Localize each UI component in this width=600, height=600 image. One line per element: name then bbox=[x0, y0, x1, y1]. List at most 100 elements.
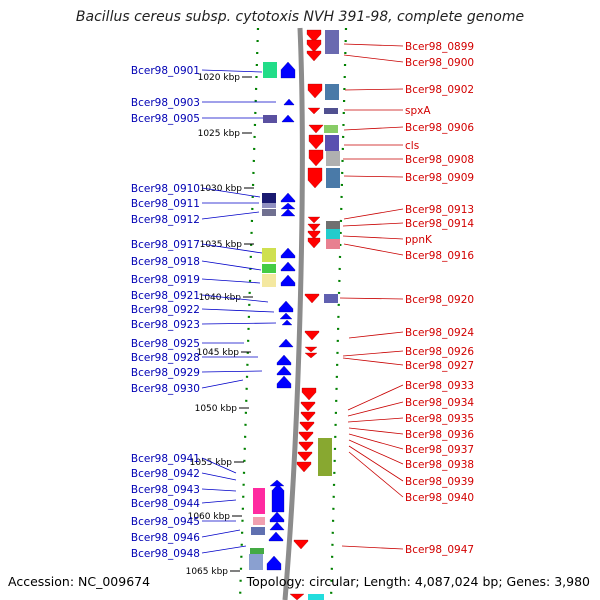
forward-feature-block bbox=[262, 193, 276, 203]
reverse-feature-block bbox=[326, 221, 340, 229]
reverse-label-leader bbox=[342, 222, 404, 227]
forward-gene-label: Bcer98_0929 bbox=[131, 367, 200, 379]
scale-tick-label: 1040 kbp bbox=[199, 293, 242, 303]
reverse-label-leader bbox=[348, 433, 404, 450]
forward-gene-label: Bcer98_0948 bbox=[131, 548, 200, 560]
forward-cds-arrow bbox=[269, 521, 285, 531]
forward-cds-arrow bbox=[281, 114, 295, 123]
reverse-feature-block bbox=[326, 168, 340, 188]
forward-gene-label: Bcer98_0944 bbox=[131, 498, 200, 510]
reverse-cds-arrow bbox=[307, 216, 321, 224]
reverse-label-leader bbox=[348, 445, 404, 482]
reverse-gene-label: Bcer98_0940 bbox=[405, 492, 474, 504]
reverse-cds-arrow bbox=[308, 134, 324, 150]
forward-feature-block bbox=[263, 115, 277, 123]
reverse-label-leader bbox=[343, 126, 404, 131]
reverse-cds-arrow bbox=[306, 39, 322, 53]
forward-label-leader bbox=[201, 211, 260, 220]
reverse-cds-arrow bbox=[308, 149, 324, 167]
reverse-label-leader bbox=[347, 401, 404, 417]
reverse-cds-arrow bbox=[306, 50, 322, 62]
reverse-cds-arrow bbox=[307, 167, 323, 189]
reverse-cds-arrow bbox=[299, 421, 315, 432]
reverse-label-leader bbox=[348, 427, 404, 435]
forward-cds-arrow bbox=[278, 300, 294, 313]
backbone-line bbox=[282, 27, 305, 600]
reverse-label-leader bbox=[342, 350, 404, 357]
forward-gene-label: Bcer98_0945 bbox=[131, 516, 200, 528]
reverse-gene-label: spxA bbox=[405, 105, 431, 117]
reverse-gene-label: Bcer98_0916 bbox=[405, 250, 474, 262]
forward-feature-block bbox=[262, 209, 276, 216]
forward-feature-block bbox=[253, 517, 265, 525]
forward-label-leader bbox=[201, 187, 261, 198]
forward-label-leader bbox=[201, 488, 237, 492]
reverse-feature-block bbox=[326, 239, 340, 249]
reverse-gene-label: Bcer98_0914 bbox=[405, 218, 474, 230]
forward-gene-label: Bcer98_0942 bbox=[131, 468, 200, 480]
forward-feature-block bbox=[249, 554, 263, 570]
reverse-cds-arrow bbox=[307, 237, 321, 249]
forward-cds-arrow bbox=[269, 479, 285, 487]
reverse-gene-label: Bcer98_0909 bbox=[405, 172, 474, 184]
forward-label-leader bbox=[201, 370, 263, 373]
reverse-cds-arrow bbox=[289, 593, 305, 600]
reverse-label-leader bbox=[342, 235, 404, 240]
forward-gene-label: Bcer98_0903 bbox=[131, 97, 200, 109]
reverse-cds-arrow bbox=[300, 411, 316, 422]
reverse-gene-label: ppnK bbox=[405, 234, 433, 246]
reverse-gene-label: Bcer98_0937 bbox=[405, 444, 474, 456]
reverse-gene-label: Bcer98_0935 bbox=[405, 413, 474, 425]
reverse-cds-arrow bbox=[304, 352, 318, 359]
forward-gene-label: Bcer98_0911 bbox=[131, 198, 200, 210]
forward-gene-label: Bcer98_0910 bbox=[131, 183, 200, 195]
reverse-cds-arrow bbox=[308, 124, 324, 134]
forward-cds-arrow bbox=[281, 319, 293, 326]
reverse-gene-label: Bcer98_0900 bbox=[405, 57, 474, 69]
reverse-gene-label: Bcer98_0913 bbox=[405, 204, 474, 216]
reverse-cds-arrow bbox=[297, 451, 313, 462]
forward-gene-label: Bcer98_0917 bbox=[131, 239, 200, 251]
reverse-feature-block bbox=[324, 294, 338, 303]
reverse-cds-arrow bbox=[304, 330, 320, 341]
forward-cds-arrow bbox=[271, 483, 285, 513]
forward-feature-block bbox=[263, 62, 277, 78]
forward-gene-label: Bcer98_0941 bbox=[131, 453, 200, 465]
forward-cds-arrow bbox=[280, 247, 296, 259]
scale-tick-label: 1030 kbp bbox=[200, 184, 243, 194]
scale-tick-label: 1050 kbp bbox=[195, 404, 238, 414]
forward-label-leader bbox=[201, 260, 262, 271]
forward-gene-label: Bcer98_0943 bbox=[131, 484, 200, 496]
forward-label-leader bbox=[201, 457, 237, 474]
reverse-gene-label: Bcer98_0920 bbox=[405, 294, 474, 306]
reverse-gene-label: Bcer98_0938 bbox=[405, 459, 474, 471]
reverse-feature-block bbox=[308, 594, 324, 600]
reverse-cds-arrow bbox=[306, 29, 322, 43]
forward-label-leader bbox=[201, 308, 275, 313]
reverse-cds-arrow bbox=[293, 539, 309, 550]
forward-label-leader bbox=[201, 379, 244, 389]
reverse-cds-arrow bbox=[296, 461, 312, 473]
forward-track-line bbox=[238, 27, 260, 600]
scale-tick-label: 1065 kbp bbox=[186, 567, 229, 577]
reverse-label-leader bbox=[347, 384, 404, 411]
scale-tick-label: 1055 kbp bbox=[190, 458, 233, 468]
reverse-label-leader bbox=[339, 297, 404, 300]
reverse-cds-arrow bbox=[300, 401, 316, 412]
reverse-feature-block bbox=[325, 84, 339, 100]
forward-gene-label: Bcer98_0919 bbox=[131, 274, 200, 286]
forward-gene-label: Bcer98_0923 bbox=[131, 319, 200, 331]
forward-gene-label: Bcer98_0918 bbox=[131, 256, 200, 268]
reverse-gene-label: Bcer98_0908 bbox=[405, 154, 474, 166]
reverse-label-leader bbox=[342, 357, 404, 366]
forward-label-leader bbox=[201, 499, 237, 504]
forward-feature-block bbox=[253, 488, 265, 514]
scale-tick-label: 1045 kbp bbox=[197, 348, 240, 358]
forward-cds-arrow bbox=[280, 61, 296, 79]
forward-cds-arrow bbox=[280, 208, 296, 217]
forward-label-leader bbox=[201, 294, 269, 303]
reverse-gene-label: Bcer98_0934 bbox=[405, 397, 474, 409]
reverse-feature-block bbox=[318, 438, 332, 476]
forward-cds-arrow bbox=[269, 511, 285, 523]
reverse-label-leader bbox=[347, 417, 404, 423]
